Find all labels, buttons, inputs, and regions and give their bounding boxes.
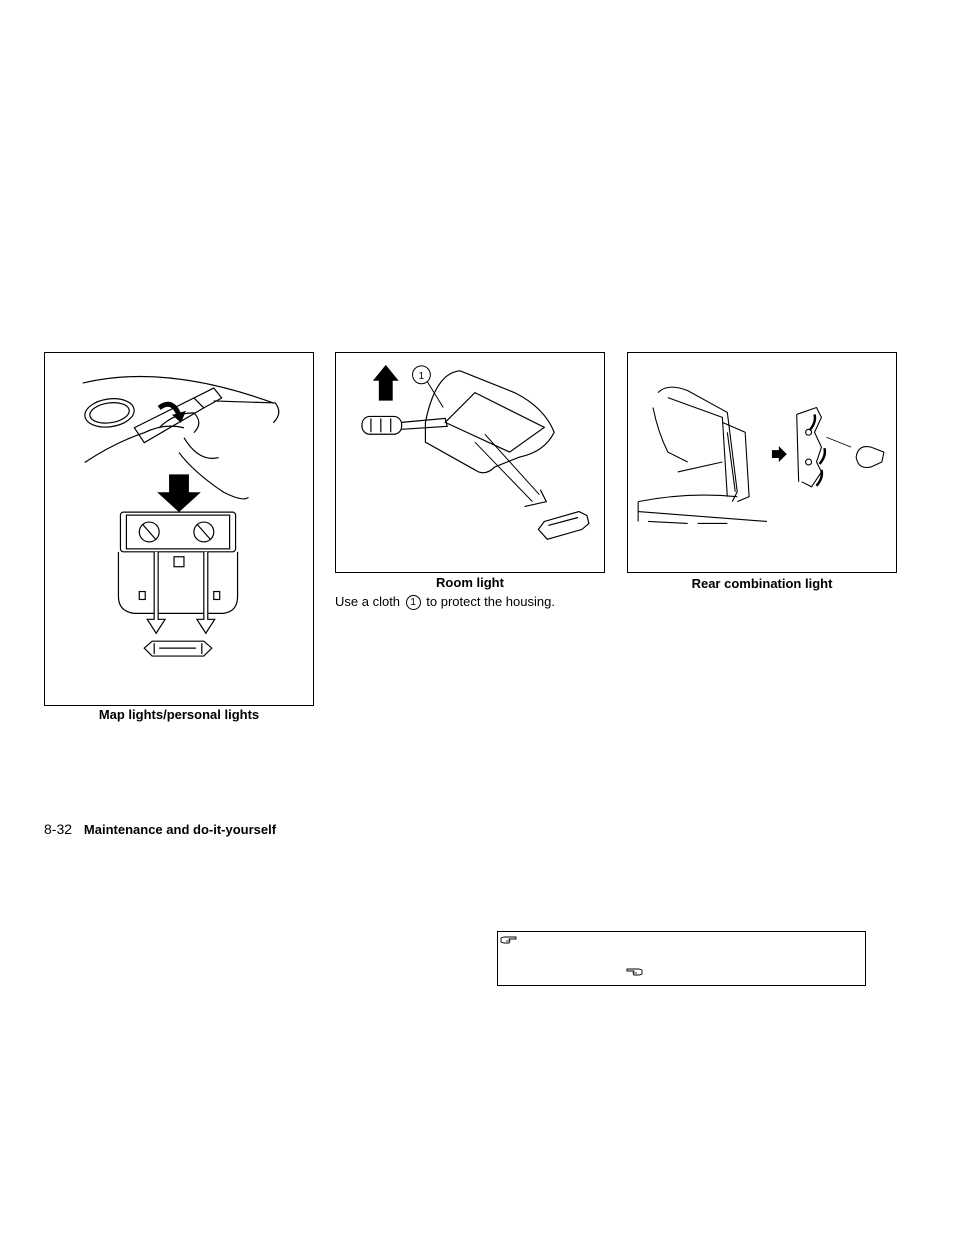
page-number: 8-32: [44, 821, 73, 837]
figure-map-lights: [44, 352, 314, 706]
room-light-illustration: 1: [361, 364, 590, 540]
room-light-note-before: Use a cloth: [335, 594, 401, 609]
section-title: Maintenance and do-it-yourself: [83, 822, 277, 837]
rear-combination-light-caption: Rear combination light: [691, 576, 833, 591]
room-light-note: Use a cloth 1 to protect the housing.: [335, 594, 555, 611]
page-footer: 8-32 Maintenance and do-it-yourself: [44, 821, 276, 837]
figure-rear-combination-light: [627, 352, 897, 573]
room-light-caption: Room light: [436, 575, 504, 590]
map-lights-caption: Map lights/personal lights: [98, 707, 260, 722]
figure-room-light: 1: [335, 352, 605, 573]
room-light-note-after: to protect the housing.: [426, 594, 555, 609]
pointing-hand-left-icon: [626, 968, 643, 976]
rear-combination-light-illustration: [637, 386, 885, 524]
callout-1-marker: 1: [405, 595, 421, 611]
map-lights-illustration: [82, 375, 280, 657]
reference-note-box: [497, 931, 866, 986]
room-light-callout: 1: [419, 371, 425, 382]
pointing-hand-right-icon: [500, 936, 517, 944]
